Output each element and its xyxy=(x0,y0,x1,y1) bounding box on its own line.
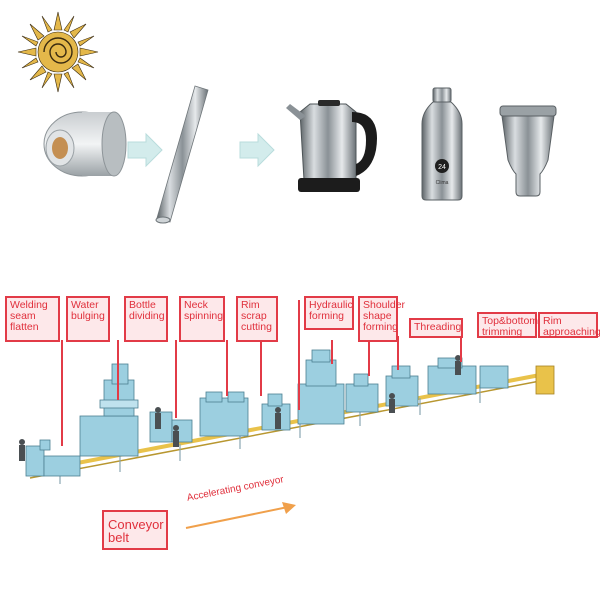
machine-welding xyxy=(25,439,81,477)
conveyor-rail xyxy=(29,373,541,484)
machine-top-bottom-trimming xyxy=(427,357,477,395)
label-welding-seam-flatten: Welding seam flatten xyxy=(5,296,60,342)
machine-neck-spinning xyxy=(199,391,249,437)
label-rim-scrap-cutting: Rim scrap cutting xyxy=(236,296,278,342)
machine-threading xyxy=(385,365,419,407)
label-threading: Threading xyxy=(409,318,463,338)
label-neck-spinning: Neck spinning xyxy=(179,296,225,342)
label-rim-approaching: Rim approaching xyxy=(538,312,600,338)
machine-rim-approaching xyxy=(479,365,509,389)
label-conveyor-belt: Conveyor belt xyxy=(102,510,168,550)
machine-bottle-dividing xyxy=(149,411,193,443)
label-shoulder-shape-forming: Shoulder shape forming xyxy=(358,296,405,342)
leader-line xyxy=(226,340,228,396)
operator-figures xyxy=(19,355,461,461)
leader-line xyxy=(298,300,300,410)
machine-hydraulic-forming xyxy=(297,349,345,425)
label-water-bulging: Water bulging xyxy=(66,296,110,342)
leader-line xyxy=(397,336,399,370)
water-bottle-image: 24 Clima xyxy=(421,87,463,201)
accelerating-conveyor-arrow-icon xyxy=(185,502,296,529)
label-bottle-dividing: Bottle dividing xyxy=(124,296,168,342)
kettle-image xyxy=(286,100,377,192)
machine-water-bulging xyxy=(79,363,139,457)
leader-line xyxy=(368,340,370,376)
machine-rim-scrap-cutting xyxy=(261,393,291,431)
machine-shoulder-shape-forming xyxy=(345,373,379,413)
leader-line xyxy=(117,340,119,400)
tumbler-image xyxy=(499,105,557,197)
steel-tube-image xyxy=(155,85,209,224)
label-accelerating-conveyor: Accelerating conveyor xyxy=(186,474,285,504)
leader-line xyxy=(331,340,333,364)
steel-coil-image xyxy=(43,111,127,177)
label-hydraulic-forming: Hydraulic forming xyxy=(304,296,354,330)
flow-arrow-icon xyxy=(127,132,163,168)
leader-line xyxy=(260,340,262,396)
cabinet-yellow xyxy=(535,365,555,395)
bottle-badge-text: 24 xyxy=(438,164,446,171)
leader-line xyxy=(61,340,63,446)
label-top-bottom-trimming: Top&bottom trimming xyxy=(477,312,538,338)
leader-line xyxy=(460,336,462,362)
leader-line xyxy=(175,340,177,418)
bottle-brand-text: Clima xyxy=(436,180,449,186)
flow-arrow-icon xyxy=(239,132,275,168)
